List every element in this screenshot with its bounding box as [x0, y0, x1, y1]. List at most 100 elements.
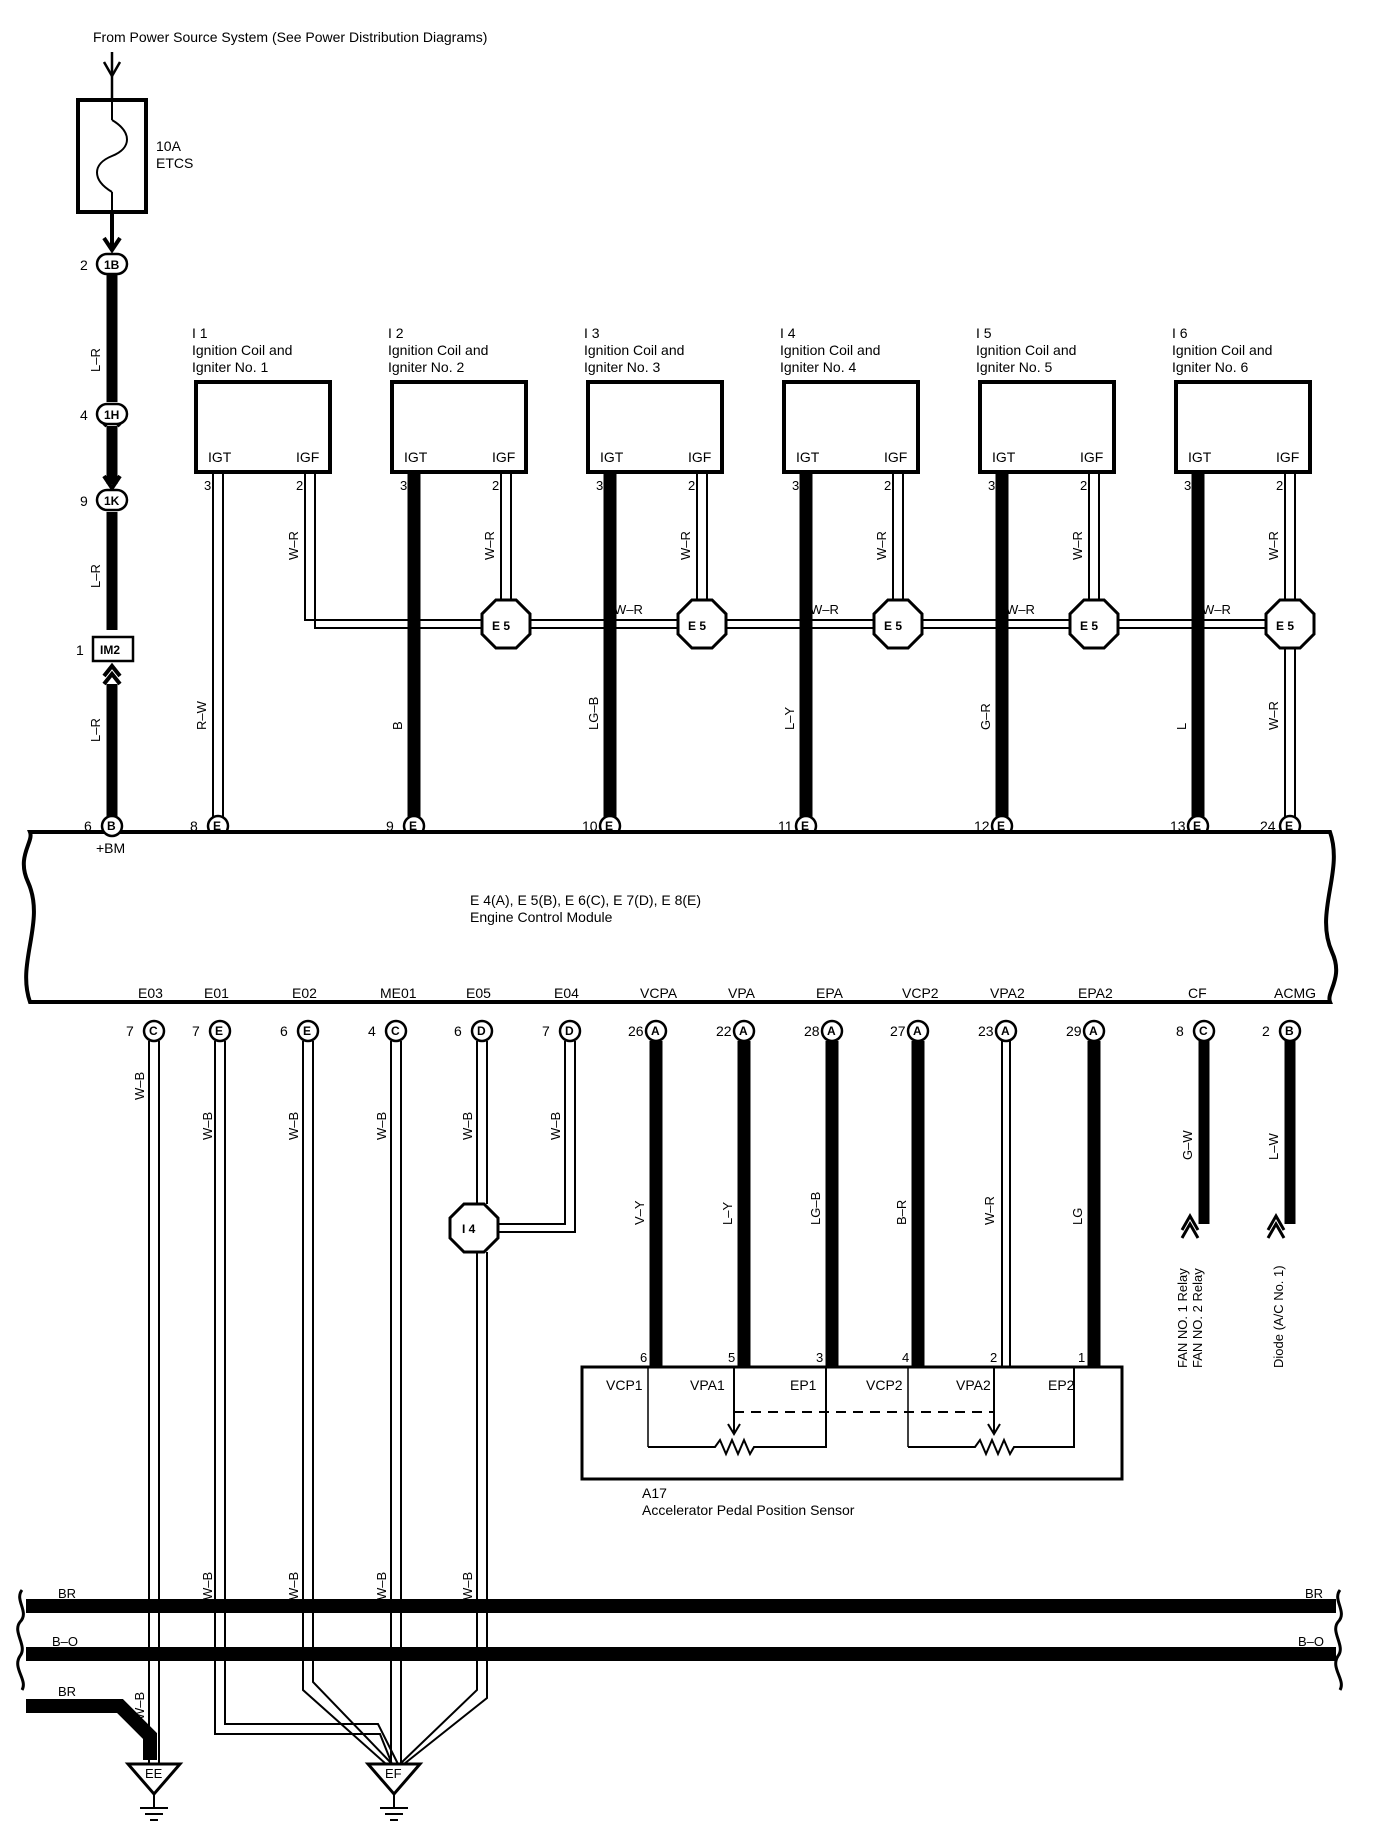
- coil-igf-label: IGF: [1276, 449, 1299, 465]
- ecm-terminal-igt1-letter: E: [213, 819, 221, 833]
- wire-e02: W–B: [286, 1112, 301, 1140]
- shield-buses: [16, 1589, 1343, 1760]
- coil-igt-label: IGT: [1188, 449, 1212, 465]
- coil-name-1: Ignition Coil and: [1172, 342, 1272, 358]
- coil-name-2: Igniter No. 6: [1172, 359, 1248, 375]
- coil-igt-wire: R–W: [194, 700, 209, 730]
- coil-pin-igt: 3: [792, 478, 799, 493]
- fuse-name: ETCS: [156, 155, 193, 171]
- ecm-bottom-label: ACMG: [1274, 985, 1316, 1001]
- wire-acmg: L–W: [1266, 1133, 1281, 1160]
- coil-pin-igt: 3: [1184, 478, 1191, 493]
- ecm-bottom-pin: 29: [1066, 1023, 1082, 1039]
- coil-name-1: Ignition Coil and: [780, 342, 880, 358]
- ecm-bottom-label: VCPA: [640, 985, 678, 1001]
- sensor-pin-num: 1: [1078, 1350, 1085, 1365]
- svg-text:+BM: +BM: [96, 840, 125, 856]
- ecm-bottom-label: CF: [1188, 985, 1207, 1001]
- source-note: From Power Source System (See Power Dist…: [93, 29, 487, 45]
- coil-igf-label: IGF: [884, 449, 907, 465]
- wire-e03: W–B: [132, 1072, 147, 1100]
- coil-igt-wire: G–R: [978, 703, 993, 730]
- cf-dest-2: FAN NO. 2 Relay: [1190, 1268, 1205, 1368]
- svg-text:IM2: IM2: [100, 643, 120, 657]
- supply-wire-color-1: L–R: [88, 348, 103, 372]
- coil-pin-igt: 3: [400, 478, 407, 493]
- ecm-terminal-igt2-letter: E: [409, 819, 417, 833]
- ecm-bottom-pin: 23: [978, 1023, 994, 1039]
- coil-igf-label: IGF: [1080, 449, 1103, 465]
- ecm-pin-igt: 8: [190, 818, 198, 834]
- ecm-bottom-pin: 6: [280, 1023, 288, 1039]
- ecm-terminal-igt3-letter: E: [605, 819, 613, 833]
- sensor-pin-label: EP2: [1048, 1377, 1075, 1393]
- svg-text:1H: 1H: [104, 408, 119, 422]
- wire-e02-lower: W–B: [286, 1572, 301, 1600]
- ecm-pin-vpa2: VPA2 23 A: [978, 985, 1025, 1043]
- coil-igf-label: IGF: [688, 449, 711, 465]
- ground-ee: EE: [124, 1762, 184, 1821]
- coil-igt-label: IGT: [600, 449, 624, 465]
- ecm-bottom-label: VCP2: [902, 985, 939, 1001]
- coil-igf-wire: W–R: [286, 531, 301, 560]
- coil-id: I 6: [1172, 325, 1188, 341]
- ecm-bottom-label: VPA2: [990, 985, 1025, 1001]
- coil-name-1: Ignition Coil and: [388, 342, 488, 358]
- fuse-10a-etcs: [76, 98, 148, 214]
- ecm-bottom-pin: 6: [454, 1023, 462, 1039]
- acmg-dest: Diode (A/C No. 1): [1271, 1265, 1286, 1368]
- ecm-box: [21, 830, 1339, 1004]
- coil-igt-label: IGT: [404, 449, 428, 465]
- ecm-bottom-pin: 28: [804, 1023, 820, 1039]
- ecm-bottom-conn-letter: C: [1199, 1024, 1208, 1038]
- coil-id: I 3: [584, 325, 600, 341]
- ecm-bottom-label: E03: [138, 985, 163, 1001]
- coil-igt-wire: L–Y: [782, 707, 797, 730]
- coil-igt-wire: L: [1174, 723, 1189, 730]
- ecm-bottom-conn-letter: A: [913, 1024, 922, 1038]
- sensor-pin-label: EP1: [790, 1377, 817, 1393]
- svg-text:EE: EE: [145, 1766, 163, 1781]
- wire-sensor-4: W–R: [982, 1196, 997, 1225]
- ground-ef: EF: [364, 1762, 424, 1821]
- ecm-bottom-label: E02: [292, 985, 317, 1001]
- coil-name-2: Igniter No. 1: [192, 359, 268, 375]
- connector-1h: 1H 4: [80, 402, 129, 426]
- svg-text:9: 9: [80, 493, 88, 509]
- ecm-bottom-label: EPA2: [1078, 985, 1113, 1001]
- sensor-pin-num: 3: [816, 1350, 823, 1365]
- ecm-bottom-conn: [296, 1019, 320, 1043]
- sensor-name: Accelerator Pedal Position Sensor: [642, 1502, 855, 1518]
- accelerator-sensor: [580, 1365, 1124, 1481]
- wire-sensor-0: V–Y: [632, 1200, 647, 1225]
- svg-text:I 4: I 4: [462, 1222, 476, 1236]
- fuse-rating: 10A: [156, 138, 182, 154]
- ecm-bottom-label: E05: [466, 985, 491, 1001]
- ecm-bottom-conn-letter: A: [1001, 1024, 1010, 1038]
- wire-e01-lower: W–B: [200, 1572, 215, 1600]
- svg-text:6: 6: [84, 818, 92, 834]
- coil-igf-wire: W–R: [678, 531, 693, 560]
- svg-text:1K: 1K: [104, 494, 120, 508]
- sensor-pin-label: VCP2: [866, 1377, 903, 1393]
- wire-sensor-3: B–R: [894, 1200, 909, 1225]
- coil-name-2: Igniter No. 3: [584, 359, 660, 375]
- ecm-terminal-igt4-letter: E: [801, 819, 809, 833]
- acmg-output-arrow: [1266, 1212, 1286, 1239]
- ecm-bottom-conn-letter: C: [391, 1024, 400, 1038]
- svg-text:B: B: [107, 819, 116, 833]
- sensor-pin-label: VPA2: [956, 1377, 991, 1393]
- igf1-wire-color: W–R: [1266, 701, 1281, 730]
